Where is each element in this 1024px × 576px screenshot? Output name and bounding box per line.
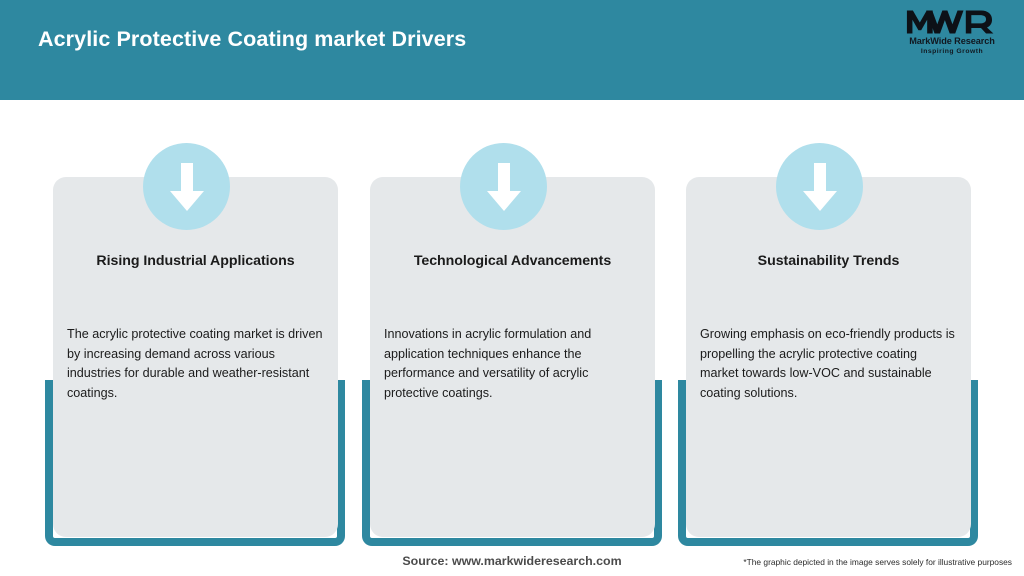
arrow-down-icon: [460, 143, 547, 230]
logo-tagline: Inspiring Growth: [920, 48, 984, 55]
card-heading: Rising Industrial Applications: [96, 253, 295, 269]
card-body-text: The acrylic protective coating market is…: [67, 327, 323, 400]
card-body-text: Innovations in acrylic formulation and a…: [384, 327, 592, 400]
page-title: Acrylic Protective Coating market Driver…: [38, 27, 467, 51]
logo-company-name: MarkWide Research: [909, 36, 995, 46]
card-heading: Sustainability Trends: [757, 253, 900, 269]
card-panel: [686, 177, 971, 537]
card-body-text: Growing emphasis on eco-friendly product…: [700, 327, 955, 400]
source-attribution: Source: www.markwideresearch.com: [402, 554, 622, 568]
card-backing-plate: [45, 380, 345, 546]
driver-card-3[interactable]: Sustainability Trends Growing emphasis o…: [678, 143, 978, 553]
arrow-down-icon: [776, 143, 863, 230]
card-panel: [370, 177, 655, 537]
arrow-down-icon: [143, 143, 230, 230]
illustrative-disclaimer: *The graphic depicted in the image serve…: [743, 557, 1012, 567]
driver-card-1[interactable]: Rising Industrial Applications The acryl…: [45, 143, 345, 553]
header-bar: [0, 0, 1024, 100]
driver-card-2[interactable]: Technological Advancements Innovations i…: [362, 143, 662, 553]
card-backing-plate: [362, 380, 662, 546]
mwr-monogram-icon: [906, 10, 994, 34]
card-panel: [53, 177, 338, 537]
card-backing-plate: [678, 380, 978, 546]
card-heading: Technological Advancements: [413, 253, 612, 269]
brand-logo: MarkWide Research Inspiring Growth: [896, 8, 1008, 60]
